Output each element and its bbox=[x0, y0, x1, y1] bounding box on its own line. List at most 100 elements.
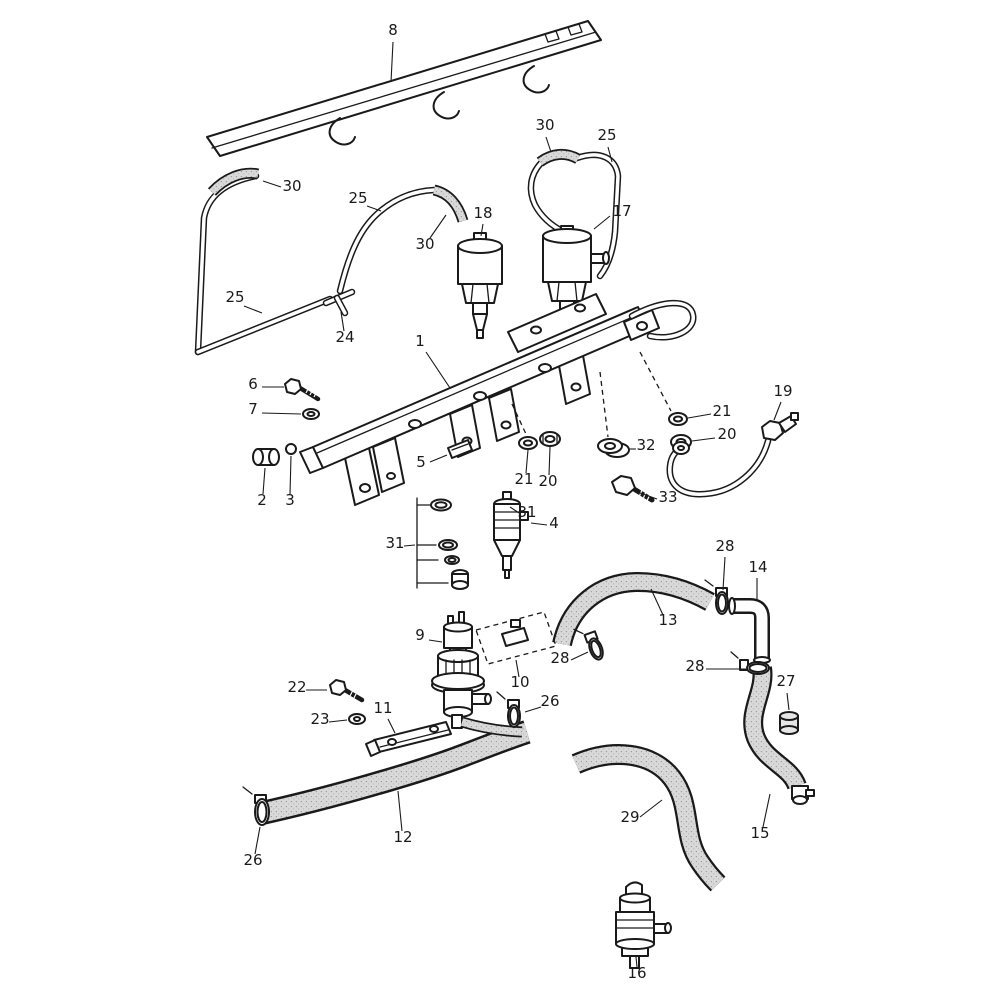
callout-1-10: 1 bbox=[415, 332, 425, 350]
callout-30-7: 30 bbox=[415, 235, 434, 253]
callout-20-17: 20 bbox=[538, 472, 557, 490]
callout-3-15: 3 bbox=[285, 491, 295, 509]
leader-line-12-39 bbox=[397, 790, 403, 832]
callout-13-28: 13 bbox=[658, 611, 677, 629]
callout-16-42: 16 bbox=[627, 964, 646, 982]
callout-32-20: 32 bbox=[636, 436, 655, 454]
cap-27 bbox=[779, 711, 799, 735]
fuel-rail-cover bbox=[206, 20, 602, 157]
leader-line-7-12 bbox=[261, 412, 302, 415]
leader-line-3-15 bbox=[289, 455, 292, 495]
callout-5-13: 5 bbox=[416, 453, 426, 471]
leader-line-9-32 bbox=[428, 639, 443, 643]
leader-line-16-42 bbox=[635, 956, 638, 968]
leader-line-25-2 bbox=[607, 146, 613, 163]
leader-line-1-10 bbox=[425, 351, 451, 389]
leader-line-4-24 bbox=[530, 522, 548, 526]
clamp-28-top bbox=[704, 579, 729, 615]
elbow-connector bbox=[728, 597, 771, 664]
leader-line-8-0 bbox=[390, 41, 394, 83]
leader-line-2-14 bbox=[262, 467, 266, 495]
hose-15 bbox=[743, 666, 815, 805]
bracket-and-bolt bbox=[329, 679, 452, 757]
bolt-and-washer-left bbox=[284, 378, 321, 420]
clip-spacer bbox=[447, 439, 473, 459]
fuel-rail bbox=[299, 299, 697, 506]
injector-and-seals bbox=[416, 491, 529, 590]
callout-23-35: 23 bbox=[310, 710, 329, 728]
callout-30-3: 30 bbox=[282, 177, 301, 195]
callout-28-29: 28 bbox=[550, 649, 569, 667]
callout-10-33: 10 bbox=[510, 673, 529, 691]
callout-24-9: 24 bbox=[335, 328, 354, 346]
callout-8-0: 8 bbox=[388, 21, 398, 39]
leader-line-10-33 bbox=[515, 659, 520, 678]
callout-27-31: 27 bbox=[776, 672, 795, 690]
leader-line-5-13 bbox=[429, 454, 448, 463]
t-fitting bbox=[322, 288, 356, 317]
callout-26-38: 26 bbox=[243, 851, 262, 869]
callout-11-36: 11 bbox=[373, 699, 392, 717]
leader-line-19-21 bbox=[773, 401, 782, 421]
leader-line-33-22 bbox=[639, 492, 658, 500]
leader-line-30-3 bbox=[262, 180, 282, 188]
callout-12-39: 12 bbox=[393, 828, 412, 846]
mounting-plate bbox=[507, 293, 607, 353]
leader-line-11-36 bbox=[387, 718, 396, 734]
callout-31-25: 31 bbox=[385, 534, 404, 552]
leader-line-27-31 bbox=[786, 692, 790, 711]
callout-31-23: 31 bbox=[517, 503, 536, 521]
leader-line-25-8 bbox=[243, 305, 263, 314]
washer-nut-center bbox=[511, 403, 561, 450]
washer-nut-right bbox=[597, 351, 692, 458]
leader-line-28-26 bbox=[722, 556, 726, 591]
leader-line-26-38 bbox=[254, 826, 261, 855]
leader-line-24-9 bbox=[340, 311, 345, 332]
hose-clamps bbox=[242, 579, 770, 826]
callout-22-34: 22 bbox=[287, 678, 306, 696]
callout-30-1: 30 bbox=[535, 116, 554, 134]
callout-21-16: 21 bbox=[514, 470, 533, 488]
callout-25-4: 25 bbox=[348, 189, 367, 207]
callout-33-22: 33 bbox=[658, 488, 677, 506]
callout-6-11: 6 bbox=[248, 375, 258, 393]
callout-25-2: 25 bbox=[597, 126, 616, 144]
callout-9-32: 9 bbox=[415, 626, 425, 644]
clamp-28-right bbox=[730, 651, 770, 675]
hose-12 bbox=[259, 720, 531, 825]
leader-line-18-5 bbox=[480, 223, 484, 237]
callout-29-40: 29 bbox=[620, 808, 639, 826]
leader-line-28-29 bbox=[570, 651, 589, 661]
callout-18-5: 18 bbox=[473, 204, 492, 222]
callout-28-26: 28 bbox=[715, 537, 734, 555]
callout-14-27: 14 bbox=[748, 558, 767, 576]
leader-line-21-16 bbox=[525, 449, 529, 474]
leader-line-20-17 bbox=[548, 446, 551, 476]
leader-line-23-35 bbox=[328, 719, 348, 723]
callout-7-12: 7 bbox=[248, 400, 258, 418]
leader-line-31-25 bbox=[403, 544, 416, 547]
banjo-fuel-line bbox=[666, 412, 799, 498]
callout-15-41: 15 bbox=[750, 824, 769, 842]
hose-29 bbox=[571, 744, 726, 892]
callout-21-18: 21 bbox=[712, 402, 731, 420]
callout-19-21: 19 bbox=[773, 382, 792, 400]
clamp-26-valve bbox=[496, 691, 521, 728]
leader-line-13-28 bbox=[650, 588, 664, 616]
callout-28-30: 28 bbox=[685, 657, 704, 675]
callout-2-14: 2 bbox=[257, 491, 267, 509]
bolt-33 bbox=[611, 475, 655, 503]
leader-line-30-1 bbox=[545, 136, 552, 153]
callout-26-37: 26 bbox=[540, 692, 559, 710]
leader-line-26-37 bbox=[524, 706, 542, 713]
leader-line-21-18 bbox=[687, 413, 712, 419]
clamp-26-left bbox=[242, 786, 270, 826]
pressure-damper bbox=[457, 232, 503, 339]
leader-line-17-6 bbox=[593, 215, 611, 230]
callout-17-6: 17 bbox=[612, 202, 631, 220]
leader-line-25-4 bbox=[366, 205, 382, 212]
leader-line-31-23 bbox=[509, 506, 520, 514]
